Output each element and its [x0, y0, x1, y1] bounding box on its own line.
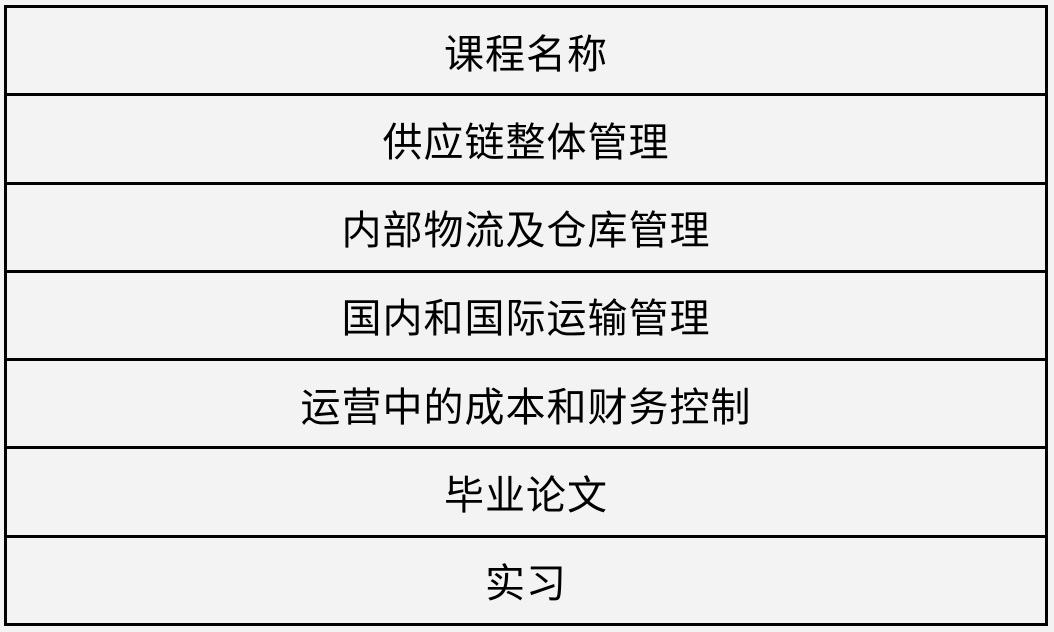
table-row: 实习 [7, 534, 1045, 623]
course-table: 课程名称 供应链整体管理 内部物流及仓库管理 国内和国际运输管理 运营中的成本和… [4, 5, 1048, 626]
table-header: 课程名称 [444, 31, 608, 78]
table-row: 国内和国际运输管理 [7, 269, 1045, 358]
table-row: 运营中的成本和财务控制 [7, 358, 1045, 446]
table-row: 供应链整体管理 [7, 93, 1045, 181]
table-row: 毕业论文 [7, 446, 1045, 534]
table-row: 内部物流及仓库管理 [7, 181, 1045, 270]
